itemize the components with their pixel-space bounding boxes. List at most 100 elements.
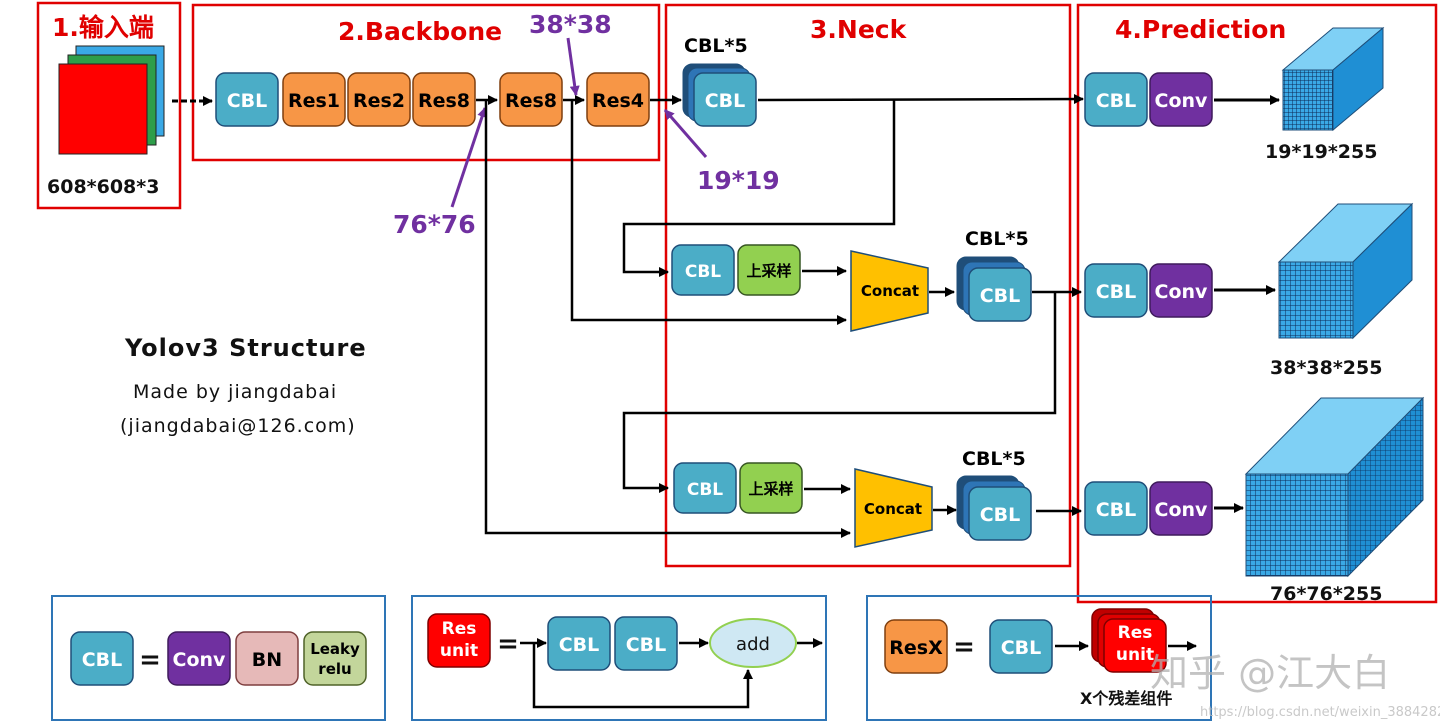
svg-text:Res8: Res8 [418,90,470,112]
neck1-branch-down [622,100,896,277]
svg-text:Conv: Conv [1155,90,1209,112]
neck-concat-block-2: Concat [850,250,929,332]
svg-text:上采样: 上采样 [746,262,791,280]
input-size-label: 608*608*3 [47,176,159,198]
svg-text:Conv: Conv [1155,281,1209,303]
annotation-76x76: 76*76 [393,210,476,239]
section-title-backbone: 2.Backbone [338,17,502,46]
pred-conv-block-1: Conv [1149,72,1213,127]
backbone-res2-block: Res2 [347,72,411,127]
legend-add-node: add [709,618,797,668]
legend-resunit-frame [411,595,827,721]
pred-cbl-block-2: CBL [1084,263,1148,318]
legend-resunit-lhs: Res unit [427,613,491,668]
svg-text:Res4: Res4 [592,90,644,112]
pred-conv-block-2: Conv [1149,263,1213,318]
diagram-author: Made by jiangdabai [133,381,337,403]
legend-resx-lhs: ResX [884,619,948,674]
svg-text:CBL: CBL [559,634,600,656]
neck-cbl5-label-2: CBL*5 [965,228,1029,250]
backbone-res8-block-b: Res8 [499,72,563,127]
svg-text:ResX: ResX [889,637,943,659]
neck-cbl5-label-3: CBL*5 [962,448,1026,470]
neck-cbl5-stack-1: CBL [682,63,757,127]
svg-text:relu: relu [318,660,351,678]
neck-concat-block-3: Concat [854,468,933,548]
svg-text:BN: BN [252,649,282,671]
output-size-38: 38*38*255 [1270,357,1382,379]
output-size-76: 76*76*255 [1270,583,1382,605]
legend-resx-caption: X个残差组件 [1080,689,1172,708]
diagram-title: Yolov3 Structure [124,334,367,362]
backbone-res1-block: Res1 [282,72,346,127]
annotation-19x19: 19*19 [697,166,780,195]
pred-cbl-block-1: CBL [1084,72,1148,127]
svg-text:CBL: CBL [82,649,123,671]
legend-resx-cbl: CBL [989,619,1053,674]
svg-text:Conv: Conv [1155,499,1209,521]
svg-text:Res: Res [442,619,477,639]
svg-text:Concat: Concat [861,282,919,300]
svg-text:unit: unit [1116,645,1154,665]
neck1-to-pred1-line [757,94,1084,105]
svg-text:CBL: CBL [705,90,746,112]
neck-cbl-block-3: CBL [673,462,737,514]
neck-upsample-block-3: 上采样 [739,462,803,514]
svg-text:CBL: CBL [685,262,721,282]
svg-text:Res8: Res8 [505,90,557,112]
pred-conv-block-3: Conv [1149,481,1213,536]
backbone38-to-concat-line [570,100,847,325]
svg-text:CBL: CBL [980,285,1021,307]
watermark-url: https://blog.csdn.net/weixin_38842821 [1200,705,1440,720]
output-size-19: 19*19*255 [1265,141,1377,163]
svg-text:CBL: CBL [227,90,268,112]
watermark-zhihu: 知乎 @江大白 [1150,651,1390,695]
svg-text:unit: unit [440,641,478,661]
neck-cbl5-label-1: CBL*5 [684,35,748,57]
legend-resx-unit-stack: Res unit [1091,608,1167,673]
annotation-76-pointer [450,107,487,208]
backbone-res8-block-a: Res8 [412,72,476,127]
section-title-input: 1.输入端 [52,13,154,42]
output-cube-76 [1244,396,1425,578]
diagram-email: (jiangdabai@126.com) [120,415,356,437]
resunit-shortcut-line [532,643,753,709]
pred-cbl-block-3: CBL [1084,481,1148,536]
backbone-cbl-block: CBL [215,72,279,127]
svg-text:CBL: CBL [1001,637,1042,659]
svg-text:上采样: 上采样 [748,480,793,498]
svg-text:CBL: CBL [1096,499,1137,521]
section-title-prediction: 4.Prediction [1115,15,1286,44]
output-cube-38 [1277,202,1414,340]
legend-leaky-relu-block: Leaky relu [303,631,367,686]
svg-text:CBL: CBL [687,480,723,500]
svg-text:CBL: CBL [1096,281,1137,303]
legend-resx-equals: = [953,632,975,662]
section-title-neck: 3.Neck [810,15,908,44]
input-frame [36,1,182,210]
legend-resunit-cbl-2: CBL [614,616,678,671]
svg-text:Leaky: Leaky [310,640,360,658]
legend-cbl-frame [51,595,386,721]
legend-cbl-equals: = [139,645,161,675]
svg-text:CBL: CBL [980,504,1021,526]
svg-text:add: add [736,634,770,655]
neck-cbl5-stack-3: CBL [956,475,1032,541]
svg-text:Concat: Concat [864,500,922,518]
neck-cbl-block-2: CBL [671,244,735,296]
legend-resx-frame [866,595,1212,721]
svg-text:Res: Res [1118,623,1153,643]
legend-resunit-equals: = [497,629,519,659]
svg-text:Conv: Conv [173,649,227,671]
annotation-38-pointer [566,37,580,96]
svg-text:CBL: CBL [1096,90,1137,112]
backbone-res4-block: Res4 [586,72,650,127]
neck-upsample-block-2: 上采样 [737,244,801,296]
neck-frame [664,3,1072,568]
output-cube-19 [1281,26,1385,132]
legend-resunit-cbl-1: CBL [547,616,611,671]
legend-bn-block: BN [235,631,299,686]
backbone76-to-concat-line [484,100,851,538]
svg-text:Res2: Res2 [353,90,405,112]
